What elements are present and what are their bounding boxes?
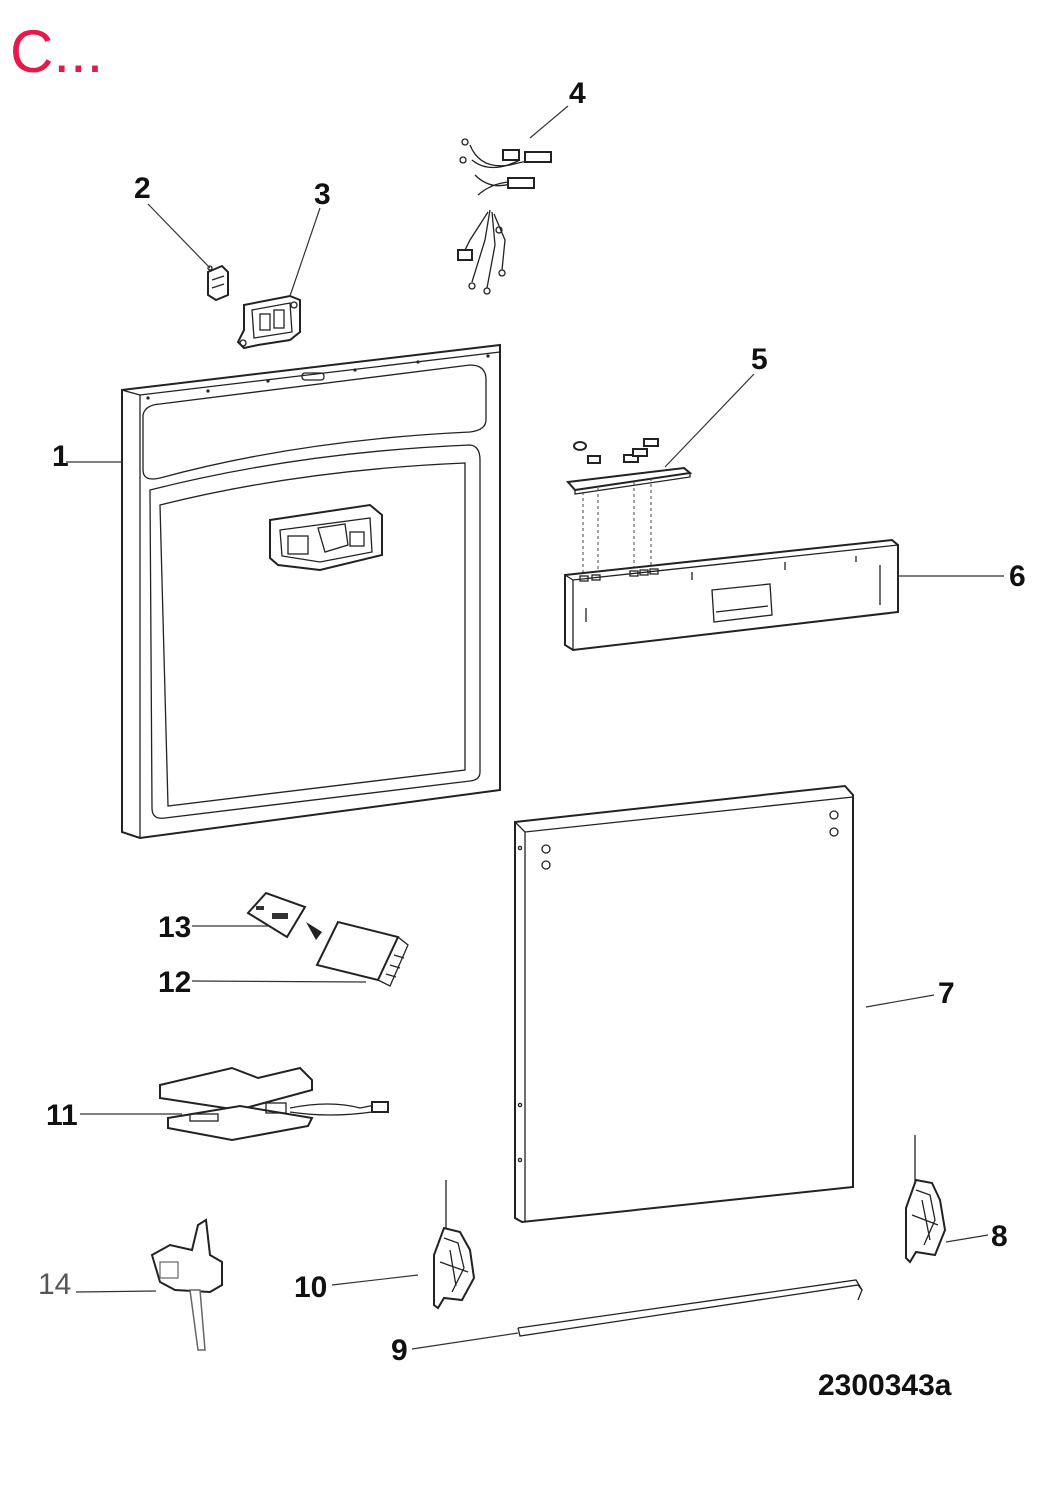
part-13-label-card [246,891,322,940]
part-11-electronic-module [159,1066,389,1142]
part-9-rod [517,1279,863,1337]
part-4-wiring-harness [457,138,552,295]
callout-14: 14 [38,1268,71,1301]
callout-9: 9 [391,1334,408,1367]
callout-5: 5 [751,343,768,376]
part-12-control-module [315,920,409,987]
part-6-control-panel [564,538,899,652]
callout-2: 2 [134,172,151,205]
part-2-door-switch [207,264,229,302]
part-3-door-lock [236,294,301,350]
drawing-number: 2300343a [818,1369,952,1402]
callout-1: 1 [52,440,69,473]
part-14-solenoid [150,1218,223,1351]
callout-6: 6 [1009,560,1026,593]
callout-13: 13 [158,911,191,944]
callout-10: 10 [294,1271,327,1304]
page-title: C... [10,18,103,85]
callout-12: 12 [158,966,191,999]
part-8-right-hinge [905,1135,947,1264]
part-5-button-strip [566,438,693,575]
part-1-inner-door [121,343,501,840]
part-10-left-hinge [433,1180,476,1310]
callout-4: 4 [569,77,586,110]
part-7-outer-door-panel [514,784,854,1224]
callout-3: 3 [314,178,331,211]
callout-11: 11 [46,1099,78,1132]
callout-8: 8 [991,1220,1008,1253]
callout-7: 7 [938,977,955,1010]
